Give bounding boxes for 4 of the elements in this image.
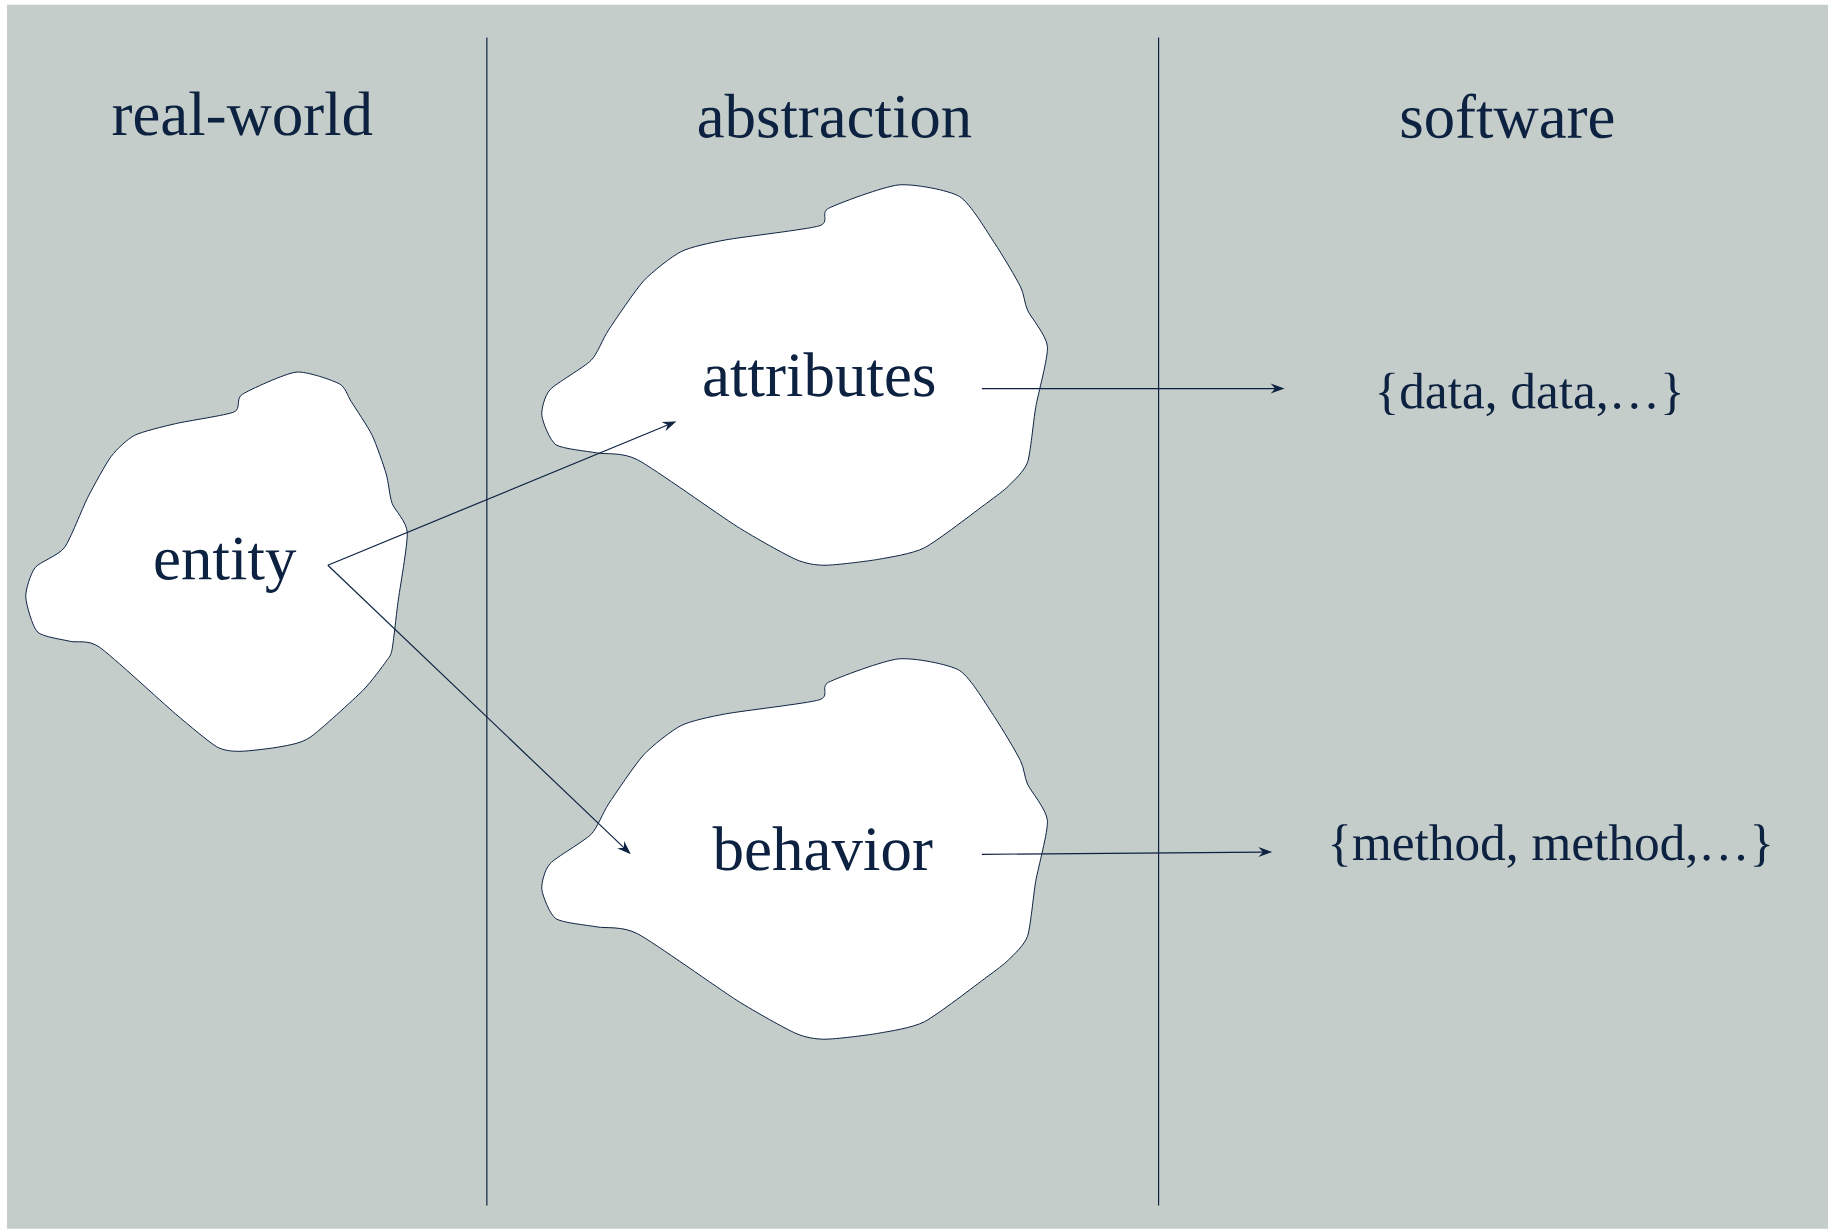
set-text: {data, data,…} — [1379, 372, 1680, 416]
column-heading: real-world — [112, 91, 373, 136]
set-text: {method, method,…} — [1331, 824, 1770, 868]
column-heading: software — [1401, 93, 1614, 139]
